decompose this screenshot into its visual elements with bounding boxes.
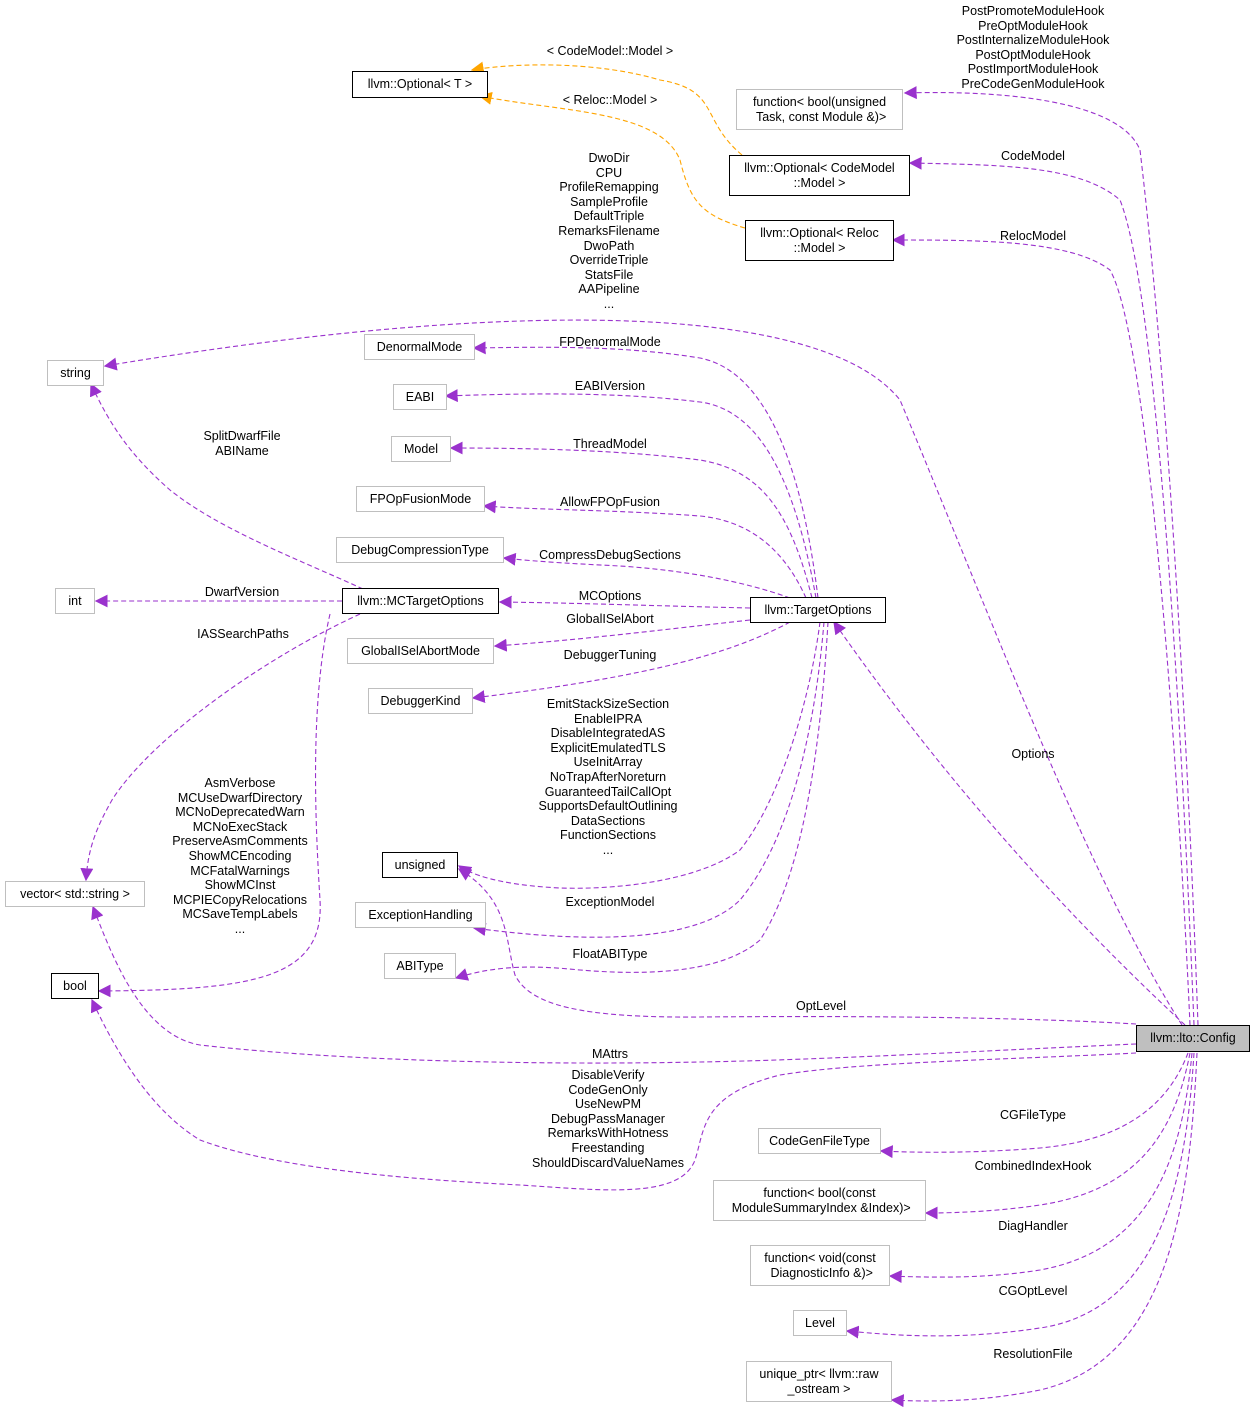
edge-label-exceptionmodel: ExceptionModel (565, 895, 655, 909)
edge-mcoptions (498, 595, 751, 609)
edge-label-mattrs: MAttrs (591, 1047, 629, 1061)
edge-options (833, 620, 1186, 1026)
edge-label-dwarfversion: DwarfVersion (204, 585, 280, 599)
edge-label-globaliselabort: GlobalISelAbort (566, 612, 654, 626)
edge-label-cgfiletype: CGFileType (1000, 1108, 1066, 1122)
node-bool[interactable]: bool (51, 973, 99, 999)
edge-resolutionfile (890, 1052, 1198, 1408)
edge-label-diaghandler: DiagHandler (998, 1219, 1068, 1233)
edge-label-compressdebug: CompressDebugSections (539, 548, 681, 562)
node-string[interactable]: string (47, 360, 104, 386)
node-optional-reloc[interactable]: llvm::Optional< Reloc ::Model > (745, 220, 894, 261)
node-codegenfiletype[interactable]: CodeGenFileType (758, 1128, 881, 1154)
edge-relocmodel (891, 233, 1191, 1026)
edge-exceptionmodel (472, 621, 825, 938)
edge-debuggertuning (471, 621, 791, 704)
edge-label-eabiversion: EABIVersion (574, 379, 646, 393)
edge-template-reloc (478, 91, 746, 229)
node-abitype[interactable]: ABIType (384, 953, 456, 979)
edge-label-allowfpop: AllowFPOpFusion (559, 495, 661, 509)
edge-label-mcbools: AsmVerbose MCUseDwarfDirectory MCNoDepre… (172, 776, 308, 936)
edge-threadmodel (449, 441, 813, 599)
edge-cgfiletype (879, 1052, 1189, 1159)
node-int[interactable]: int (55, 588, 95, 614)
node-optional-t[interactable]: llvm::Optional< T > (352, 71, 488, 98)
edge-label-template-reloc: < Reloc::Model > (562, 93, 658, 107)
node-denormalmode[interactable]: DenormalMode (364, 334, 475, 360)
edge-mcbools (97, 613, 331, 998)
node-optional-codemodel[interactable]: llvm::Optional< CodeModel ::Model > (729, 155, 910, 196)
node-function-task-hook[interactable]: function< bool(unsigned Task, const Modu… (736, 89, 903, 130)
edge-label-floatabitype: FloatABIType (572, 947, 648, 961)
edge-mattrs (91, 905, 1137, 1064)
node-debugcompressiontype[interactable]: DebugCompressionType (336, 537, 504, 563)
node-vector-string[interactable]: vector< std::string > (5, 881, 145, 907)
edge-hooks (903, 86, 1199, 1026)
edge-combinedindexhook (924, 1052, 1191, 1220)
edge-label-targetbools: EmitStackSizeSection EnableIPRA DisableI… (538, 697, 678, 857)
edge-label-options: Options (1011, 747, 1055, 761)
edge-cgoptlevel (845, 1052, 1195, 1339)
node-mctargetoptions[interactable]: llvm::MCTargetOptions (342, 588, 499, 614)
edge-label-iassearch: IASSearchPaths (197, 627, 289, 641)
node-exceptionhandling[interactable]: ExceptionHandling (355, 902, 486, 928)
edge-label-codemodel: CodeModel (1001, 149, 1065, 163)
node-unsigned[interactable]: unsigned (382, 852, 458, 878)
edge-label-debuggertuning: DebuggerTuning (563, 648, 657, 662)
edge-label-strings: DwoDir CPU ProfileRemapping SampleProfil… (558, 151, 660, 311)
edge-compressdebug (502, 552, 791, 599)
node-lto-config[interactable]: llvm::lto::Config (1136, 1025, 1250, 1052)
edge-label-hooks: PostPromoteModuleHook PreOptModuleHook P… (956, 4, 1110, 91)
edge-template-codemodel (470, 61, 743, 156)
edge-fpdenormal (472, 341, 819, 599)
edge-label-resolutionfile: ResolutionFile (993, 1347, 1073, 1361)
edge-label-mcoptions: MCOptions (578, 589, 642, 603)
edge-codemodel (908, 156, 1195, 1026)
edge-targetbools (457, 621, 821, 889)
edge-configbools (90, 998, 1137, 1191)
edge-label-template-codemodel: < CodeModel::Model > (546, 44, 674, 58)
edge-label-splitdwarf: SplitDwarfFile ABIName (203, 429, 281, 458)
edge-label-combinedindexhook: CombinedIndexHook (974, 1159, 1092, 1173)
edge-iassearch (80, 613, 361, 882)
edge-label-relocmodel: RelocModel (999, 229, 1067, 243)
edge-globaliselabort (493, 619, 751, 652)
edge-splitdwarf (90, 382, 364, 590)
node-globalisel-abort-mode[interactable]: GlobalISelAbortMode (347, 638, 494, 664)
edge-label-fpdenormal: FPDenormalMode (559, 335, 661, 349)
node-function-index-hook[interactable]: function< bool(const ModuleSummaryIndex … (713, 1180, 926, 1221)
node-targetoptions[interactable]: llvm::TargetOptions (750, 597, 886, 623)
node-eabi[interactable]: EABI (393, 384, 447, 410)
node-function-diag-handler[interactable]: function< void(const DiagnosticInfo &)> (750, 1245, 890, 1286)
edge-eabiversion (444, 389, 817, 599)
edge-label-threadmodel: ThreadModel (573, 437, 647, 451)
node-fpopfusionmode[interactable]: FPOpFusionMode (356, 486, 485, 512)
node-model[interactable]: Model (391, 436, 451, 462)
edge-optlevel (457, 868, 1137, 1025)
edge-floatabitype (454, 621, 829, 981)
edge-label-cgoptlevel: CGOptLevel (998, 1284, 1068, 1298)
edge-diaghandler (888, 1052, 1193, 1283)
node-level[interactable]: Level (793, 1310, 847, 1336)
edge-strings (103, 319, 1183, 1026)
edge-label-configbools: DisableVerify CodeGenOnly UseNewPM Debug… (532, 1068, 684, 1170)
node-unique-ptr-ostream[interactable]: unique_ptr< llvm::raw _ostream > (746, 1361, 892, 1402)
node-debuggerkind[interactable]: DebuggerKind (368, 688, 473, 714)
edge-label-optlevel: OptLevel (795, 999, 847, 1013)
